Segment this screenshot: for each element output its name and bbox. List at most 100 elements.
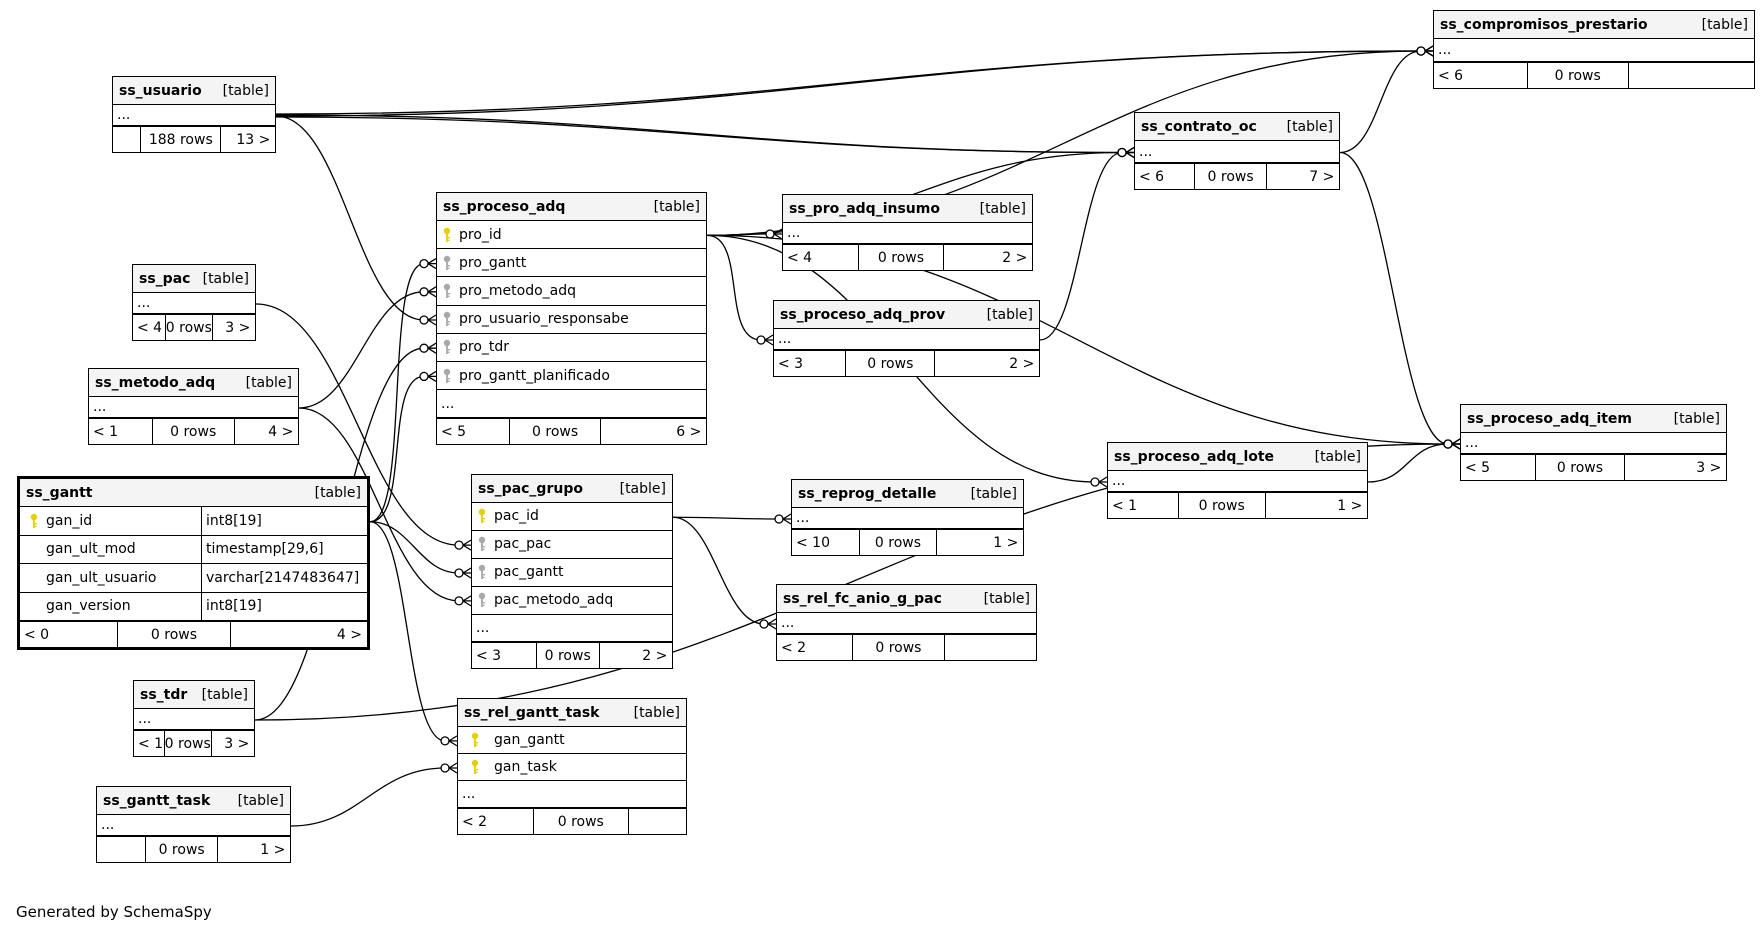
more-columns-row[interactable]: ...	[777, 613, 1036, 635]
parents-count[interactable]: < 6	[1139, 168, 1165, 185]
table-name[interactable]: ss_tdr	[140, 686, 188, 703]
children-count[interactable]: 3 >	[224, 735, 250, 752]
column-row-pro-usuario-responsabe[interactable]: pro_usuario_responsabe	[437, 306, 706, 334]
more-columns-row[interactable]: ...	[89, 397, 298, 419]
table-name[interactable]: ss_rel_fc_anio_g_pac	[783, 590, 942, 607]
more-columns-row[interactable]: ...	[792, 508, 1023, 530]
column-row-gan-gantt[interactable]: gan_gantt	[458, 727, 686, 755]
parents-count[interactable]: < 3	[778, 355, 804, 372]
parents-count[interactable]: < 6	[1438, 67, 1464, 84]
parents-count[interactable]: < 10	[796, 534, 830, 551]
children-count[interactable]: 2 >	[1009, 355, 1035, 372]
more-columns-row[interactable]: ...	[1434, 39, 1754, 63]
table-name[interactable]: ss_gantt	[26, 484, 93, 501]
more-columns-row[interactable]: ...	[133, 293, 255, 315]
parents-count[interactable]	[113, 127, 140, 152]
table-name[interactable]: ss_pac_grupo	[478, 480, 583, 497]
more-columns-row[interactable]: ...	[783, 223, 1032, 245]
children-count[interactable]: 2 >	[1002, 249, 1028, 266]
children-count[interactable]: 7 >	[1309, 168, 1335, 185]
table-name[interactable]: ss_rel_gantt_task	[464, 704, 600, 721]
more-columns-row[interactable]: ...	[437, 390, 706, 419]
children-count[interactable]: 2 >	[642, 647, 668, 664]
parents-count[interactable]: < 5	[1465, 459, 1491, 476]
more-columns-row[interactable]: ...	[774, 329, 1039, 351]
children-count[interactable]: 6 >	[676, 423, 702, 440]
children-count[interactable]: 4 >	[336, 626, 362, 643]
table-name[interactable]: ss_proceso_adq_prov	[780, 306, 946, 323]
more-columns-row[interactable]: ...	[472, 615, 672, 643]
more-columns-row[interactable]: ...	[1108, 471, 1367, 493]
table-name[interactable]: ss_compromisos_prestario	[1440, 16, 1648, 33]
table-name[interactable]: ss_proceso_adq_lote	[1114, 448, 1275, 465]
parents-count[interactable]: < 0	[24, 626, 50, 643]
column-row-pro-gantt[interactable]: pro_gantt	[437, 249, 706, 278]
more-columns-row[interactable]: ...	[113, 105, 275, 127]
parents-count[interactable]: < 1	[93, 423, 119, 440]
table-name[interactable]: ss_pro_adq_insumo	[789, 200, 940, 217]
children-count[interactable]	[945, 635, 1035, 660]
table-name[interactable]: ss_usuario	[119, 82, 202, 99]
table-name[interactable]: ss_gantt_task	[103, 792, 211, 809]
more-columns-row[interactable]: ...	[458, 781, 686, 809]
children-count[interactable]	[1629, 63, 1754, 88]
parents-count[interactable]: < 2	[781, 639, 807, 656]
parents-count[interactable]: < 5	[441, 423, 467, 440]
column-row-pac-metodo-adq[interactable]: pac_metodo_adq	[472, 587, 672, 615]
column-row-pro-tdr[interactable]: pro_tdr	[437, 334, 706, 362]
children-count[interactable]: 1 >	[1337, 497, 1363, 514]
more-columns-row[interactable]: ...	[1461, 433, 1726, 455]
more-columns-row[interactable]: ...	[97, 815, 290, 837]
column-row-pac-pac[interactable]: pac_pac	[472, 531, 672, 559]
parents-count[interactable]: < 2	[462, 813, 488, 830]
parents-count[interactable]: < 4	[787, 249, 813, 266]
parents-count[interactable]: < 1	[1112, 497, 1138, 514]
more-columns-row[interactable]: ...	[134, 709, 254, 731]
column-row-pro-metodo-adq[interactable]: pro_metodo_adq	[437, 277, 706, 306]
table-name[interactable]: ss_proceso_adq_item	[1467, 410, 1633, 427]
children-count[interactable]: 1 >	[260, 841, 286, 858]
more-columns-row[interactable]: ...	[1135, 141, 1339, 164]
children-count[interactable]: 13 >	[236, 131, 271, 148]
children-count[interactable]	[629, 809, 686, 834]
table-name[interactable]: ss_contrato_oc	[1141, 118, 1257, 135]
children-count[interactable]: 3 >	[225, 319, 251, 336]
table-name[interactable]: ss_reprog_detalle	[798, 485, 937, 502]
column-row-pro-id[interactable]: pro_id	[437, 221, 706, 250]
children-count[interactable]: 4 >	[268, 423, 294, 440]
parents-count[interactable]: < 1	[138, 735, 164, 752]
table-name[interactable]: ss_metodo_adq	[95, 374, 216, 391]
children-count[interactable]: 1 >	[993, 534, 1019, 551]
table-name[interactable]: ss_proceso_adq	[443, 198, 566, 215]
parents-count[interactable]: < 3	[476, 647, 502, 664]
children-count[interactable]: 3 >	[1696, 459, 1722, 476]
parents-count[interactable]: < 4	[137, 319, 163, 336]
parents-count[interactable]	[97, 837, 145, 862]
column-row-pac-gantt[interactable]: pac_gantt	[472, 559, 672, 587]
column-row-pac-id[interactable]: pac_id	[472, 503, 672, 531]
table-name[interactable]: ss_pac	[139, 270, 191, 287]
column-row-pro-gantt-planificado[interactable]: pro_gantt_planificado	[437, 362, 706, 391]
column-row-gan-task[interactable]: gan_task	[458, 754, 686, 782]
